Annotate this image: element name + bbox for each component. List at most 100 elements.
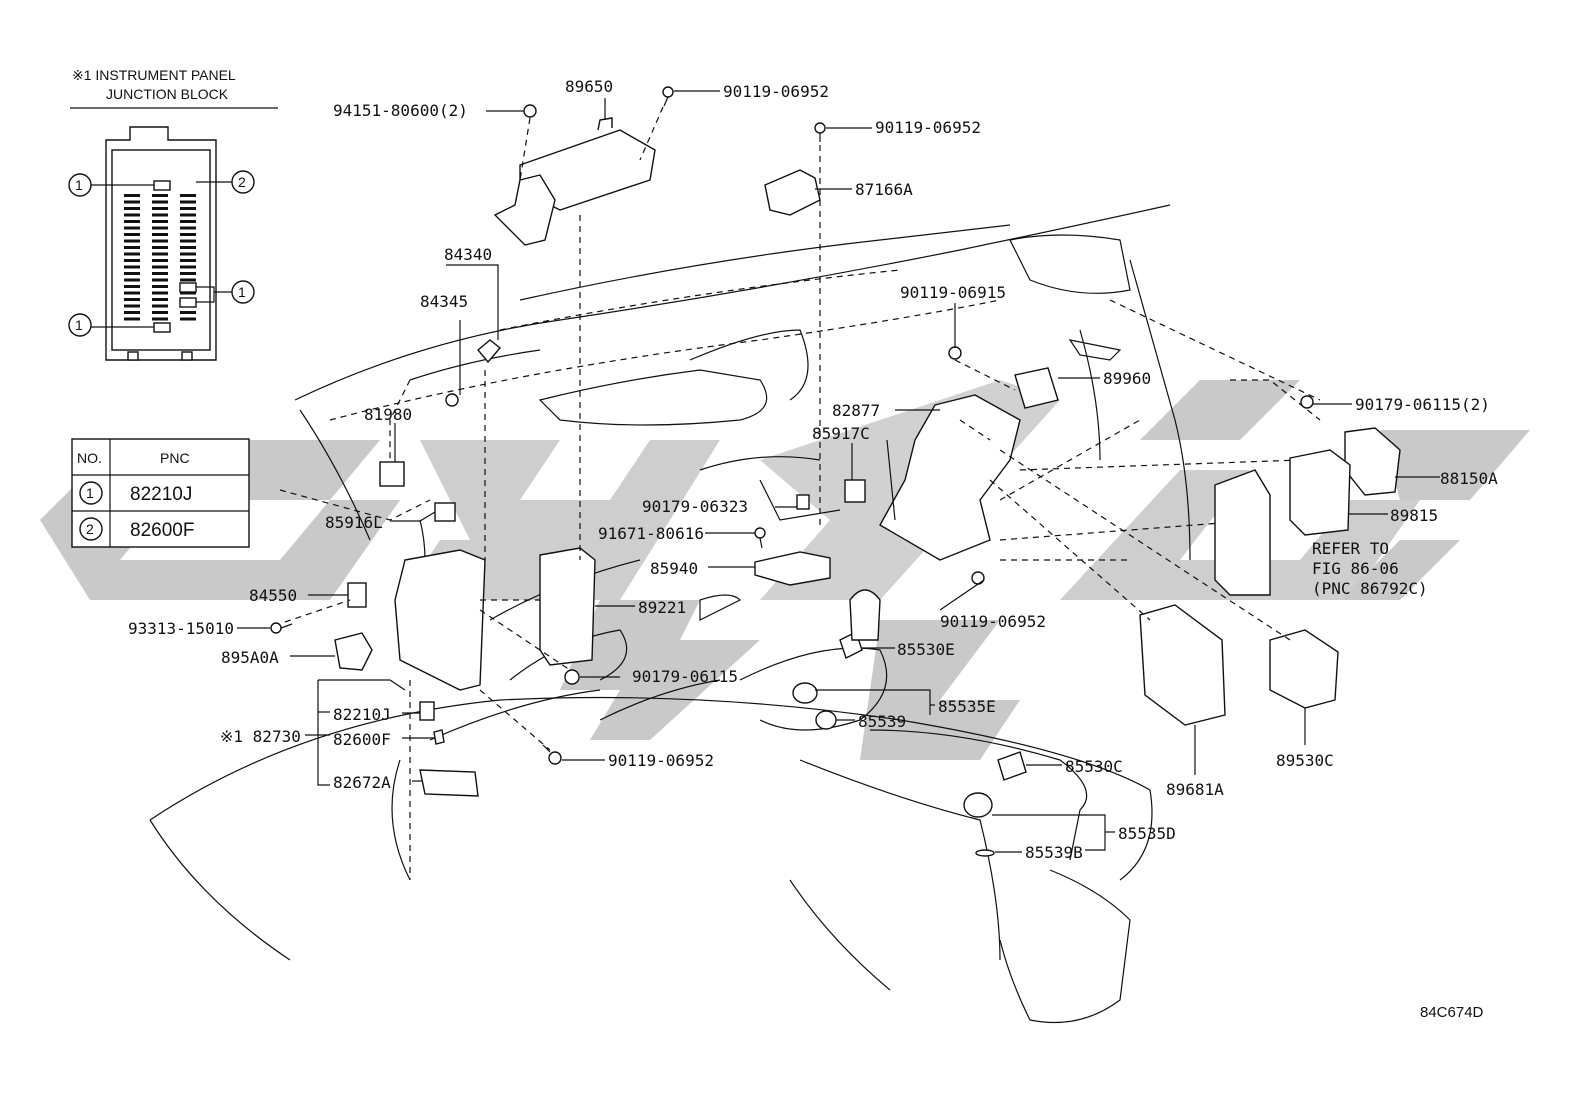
fuse-slot: [124, 246, 140, 249]
part-81980: [379, 461, 405, 487]
fuse-slot: [152, 200, 168, 204]
label-refer-2: FIG 86-06: [1312, 559, 1399, 578]
label-84345: 84345: [420, 292, 468, 311]
fuse-slot: [180, 278, 196, 282]
fuse-slot: [124, 304, 140, 308]
svg-text:1: 1: [75, 177, 83, 193]
label-93313-15010: 93313-15010: [128, 619, 234, 638]
fuse-slot: [124, 213, 140, 217]
part-90179-06323: [796, 494, 810, 510]
bolt-icon-90119-b: [814, 122, 826, 142]
fuse-slot: [152, 291, 168, 295]
fuse-slot: [152, 226, 168, 230]
fuse-slot: [152, 317, 168, 321]
table-header-no: NO.: [77, 450, 102, 466]
part-85917C: [844, 479, 866, 503]
svg-text:2: 2: [238, 174, 246, 190]
label-81980: 81980: [364, 405, 412, 424]
fuse-slot: [152, 285, 168, 288]
table-row-1-pnc: 82210J: [130, 484, 192, 505]
bolt-icon-90119-c: [971, 571, 985, 585]
part-85535D: [963, 792, 993, 818]
fuse-slot: [124, 317, 140, 321]
fuse-slot: [152, 272, 168, 275]
part-89530C: [1269, 629, 1339, 709]
table-row-1-no: 1: [86, 485, 94, 501]
part-85535E: [792, 682, 818, 704]
part-895A0A: [334, 632, 373, 671]
part-84345: [445, 393, 459, 407]
label-90119-06952-c: 90119-06952: [940, 612, 1046, 631]
inset-title-line1: ※1 INSTRUMENT PANEL: [72, 67, 236, 83]
fuse-slot: [180, 259, 196, 262]
fuse-slot: [180, 207, 196, 210]
part-85940: [754, 551, 831, 586]
clip-icon-90179-06115: [564, 669, 580, 685]
fuse-slot: [180, 265, 196, 269]
svg-text:1: 1: [238, 284, 246, 300]
fuse-slot: [152, 304, 168, 308]
fuse-slot: [124, 252, 140, 256]
fuse-slot: [180, 200, 196, 204]
assembly-lines: [284, 106, 1291, 880]
label-91671-80616: 91671-80616: [598, 524, 704, 543]
label-895A0A: 895A0A: [221, 648, 279, 667]
fuse-slot: [124, 278, 140, 282]
fuse-slot: [124, 272, 140, 275]
fuse-slot: [180, 291, 196, 295]
label-82672A: 82672A: [333, 773, 391, 792]
fuse-slot: [152, 246, 168, 249]
fuse-slot: [180, 317, 196, 321]
fuse-slot: [180, 239, 196, 243]
label-85530C: 85530C: [1065, 757, 1123, 776]
part-82672A: [419, 769, 479, 797]
bracket-89650: [493, 174, 556, 246]
fuse-slot: [152, 311, 168, 314]
part-labels: 89650 90119-06952 94151-80600(2) 90119-0…: [128, 77, 1498, 1021]
bolt-icon-90119-a: [662, 86, 674, 107]
fuse-slot: [124, 207, 140, 210]
label-89960: 89960: [1103, 369, 1151, 388]
fuse-slot: [152, 207, 168, 210]
fuse-slot: [124, 226, 140, 230]
fuse-slot: [152, 239, 168, 243]
fuse-slot: [180, 246, 196, 249]
table-row-2-pnc: 82600F: [130, 520, 194, 541]
label-90179-06115-2: 90179-06115(2): [1355, 395, 1490, 414]
leader-lines: [237, 90, 1440, 853]
fuse-slot: [152, 298, 168, 301]
label-82877: 82877: [832, 401, 880, 420]
fuse-slot: [124, 311, 140, 314]
bolt-icon-90119-06915: [948, 346, 962, 360]
fuse-slot: [124, 298, 140, 301]
part-84340: [477, 339, 502, 364]
label-90179-06115: 90179-06115: [632, 667, 738, 686]
fuse-slot: [124, 265, 140, 269]
label-89681A: 89681A: [1166, 780, 1224, 799]
fuse-slot: [124, 194, 140, 197]
callout-1-bottom: [68, 313, 92, 337]
fuse-slot: [152, 194, 168, 197]
label-85539: 85539: [858, 712, 906, 731]
fuse-slot: [152, 278, 168, 282]
part-89221: [539, 547, 596, 666]
part-85539B: [975, 849, 995, 857]
shift-knob: [849, 589, 881, 641]
part-82877: [879, 394, 1021, 561]
fuse-slot: [152, 259, 168, 262]
part-junction-block: [394, 549, 486, 691]
fuse-slot: [180, 311, 196, 314]
part-82210J: [419, 701, 435, 721]
label-90119-06915: 90119-06915: [900, 283, 1006, 302]
fuse-slot: [180, 213, 196, 217]
parts: [270, 86, 1401, 857]
label-82210J: 82210J: [333, 705, 391, 724]
label-82730: ※1 82730: [220, 727, 301, 746]
fuse-slot: [124, 220, 140, 223]
fuse-slot: [180, 252, 196, 256]
fuse-slot: [124, 200, 140, 204]
part-89960: [1014, 367, 1059, 409]
label-refer-3: (PNC 86792C): [1312, 579, 1428, 598]
